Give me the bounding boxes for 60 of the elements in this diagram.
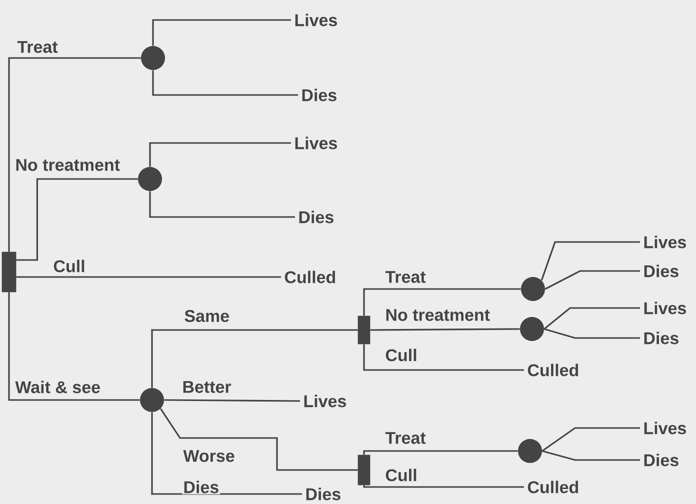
branch-line <box>16 276 281 278</box>
outcome-label: Lives <box>644 422 686 434</box>
branch-line <box>160 408 358 471</box>
branch-label: Treat <box>384 431 427 445</box>
branch-label: Cull <box>52 258 86 274</box>
outcome-label: Dies <box>644 332 678 344</box>
branch-label: Cull <box>384 348 418 362</box>
branch-line <box>363 450 518 455</box>
decision-box <box>2 252 16 292</box>
outcome-label: Lives <box>644 302 686 314</box>
outcome-label: Dies <box>306 488 340 500</box>
branch-line <box>544 307 640 330</box>
branch-line <box>544 270 640 290</box>
branch-label: Same <box>183 309 231 324</box>
branch-label: Dies <box>182 480 220 494</box>
outcome-label: Dies <box>299 210 334 224</box>
branch-line <box>164 399 300 402</box>
outcome-label: Lives <box>644 236 686 248</box>
chance-circle <box>521 277 545 301</box>
branch-label: No treatment <box>384 308 492 322</box>
branch-line <box>540 241 640 281</box>
branch-line <box>151 412 302 495</box>
branch-label: Wait & see <box>14 380 102 394</box>
outcome-label: Culled <box>528 480 578 494</box>
chance-circle <box>141 46 165 70</box>
branch-label: No treatment <box>14 158 122 172</box>
branch-line <box>542 450 640 461</box>
branch-label: Better <box>181 380 232 394</box>
branch-line <box>16 178 138 261</box>
branch-line <box>151 329 358 388</box>
branch-line <box>363 288 521 316</box>
branch-line <box>370 328 520 331</box>
branch-label: Cull <box>384 468 418 482</box>
branch-label: Treat <box>16 40 59 54</box>
branch-line <box>149 191 295 218</box>
chance-circle <box>140 388 164 412</box>
branch-label: Worse <box>182 449 236 463</box>
outcome-label: Dies <box>644 454 678 466</box>
branch-line <box>363 344 524 371</box>
outcome-label: Lives <box>304 394 346 408</box>
chance-circle <box>520 317 544 341</box>
branch-line <box>149 142 291 167</box>
outcome-label: Dies <box>302 88 336 102</box>
branch-label: Treat <box>384 270 427 284</box>
outcome-label: Dies <box>644 264 678 278</box>
branch-line <box>544 328 640 339</box>
outcome-label: Culled <box>528 364 578 376</box>
decision-box <box>358 316 370 344</box>
branch-line <box>8 292 140 401</box>
branch-line <box>363 485 524 488</box>
branch-line <box>152 19 291 46</box>
chance-circle <box>138 167 162 191</box>
outcome-label: Lives <box>295 136 337 150</box>
outcome-label: Culled <box>284 270 336 284</box>
branch-line <box>542 427 640 452</box>
branch-line <box>8 57 141 252</box>
chance-circle <box>518 439 542 463</box>
decision-box <box>358 454 370 486</box>
branch-line <box>152 70 298 96</box>
outcome-label: Lives <box>295 14 337 26</box>
